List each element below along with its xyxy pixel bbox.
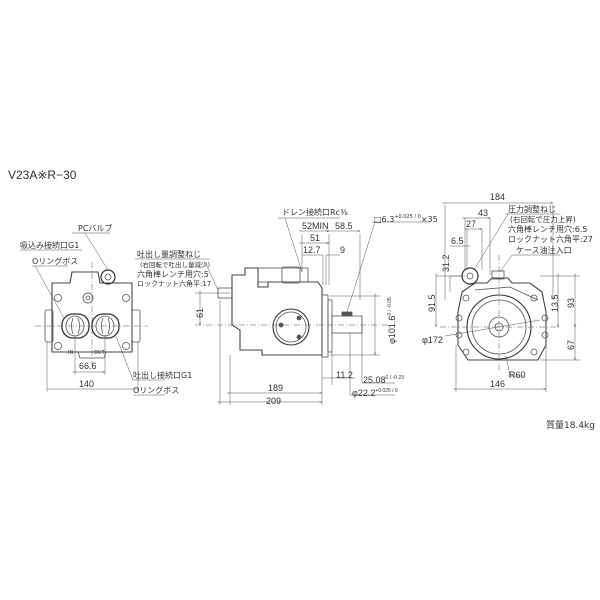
rear-view xyxy=(436,203,580,392)
key-length: ×35 xyxy=(420,215,438,224)
o-ring-boss-top-label: Oリングボス xyxy=(32,257,79,266)
dim-189: 189 xyxy=(268,383,284,393)
key-tolerance: +0.025 / 0 xyxy=(394,214,421,220)
case-oil-inlet-label: ケース油注入口 xyxy=(516,246,572,255)
dim-101-6: φ101.60 / -0.05 xyxy=(385,297,397,344)
dim-31-2: 31.2 xyxy=(441,254,451,272)
dim-146: 146 xyxy=(490,379,506,389)
front-view xyxy=(20,232,165,396)
dim-58-5: 58.5 xyxy=(335,221,353,231)
dim-172: φ172 xyxy=(422,335,443,345)
flow-adjust-screw-label: 吐出し量調整ねじ xyxy=(137,250,201,259)
discharge-port-label: 吐出し接続口G1 xyxy=(133,371,193,380)
dim-25-08: 25.080 / -0.23 xyxy=(363,373,404,385)
mass-label: 質量18.4kg xyxy=(546,421,595,431)
dim-6-5: 6.5 xyxy=(451,236,464,246)
drain-port-label: ドレン接続口Rc⅜ xyxy=(282,208,348,217)
key-spec: □6.3+0.025 / 0×35 xyxy=(374,213,438,224)
dim-43: 43 xyxy=(478,208,489,218)
dim-184: 184 xyxy=(490,192,506,202)
dim-25-08-tol: 0 / -0.23 xyxy=(385,375,404,381)
pressure-adjust-hex: 六角棒レンチ用穴:6.5 xyxy=(508,225,588,234)
dim-52min: 52MIN xyxy=(302,221,329,231)
flow-adjust-nut: ロックナット六角平:17 xyxy=(137,280,212,288)
model-title: V23A※R−30 xyxy=(8,168,77,182)
dim-13-5: 13.5 xyxy=(550,294,560,312)
dim-11-2: 11.2 xyxy=(336,370,353,380)
dim-91-5: 91.5 xyxy=(427,294,437,312)
drain-port-text: ドレン接続口Rc xyxy=(282,208,340,217)
drain-port-size: ⅜ xyxy=(339,208,348,217)
pc-valve-label: PCバルブ xyxy=(78,224,113,233)
dim-22-2: φ22.2+0.025 / 0 xyxy=(352,386,398,398)
dim-209: 209 xyxy=(266,396,282,406)
pressure-adjust-nut: ロックナット六角平:27 xyxy=(508,235,593,244)
flow-adjust-hex: 六角棒レンチ用穴:5 xyxy=(137,270,209,279)
pressure-adjust-screw-label: 圧力調整ねじ xyxy=(508,205,556,214)
dim-22-2-tol: +0.025 / 0 xyxy=(375,388,398,394)
dim-27: 27 xyxy=(466,219,477,229)
pressure-adjust-note: (右回転で圧力上昇) xyxy=(510,215,576,224)
dim-101-6-tol: 0 / -0.05 xyxy=(387,297,393,316)
out-port-label: OUT xyxy=(94,350,105,356)
dim-25-08-value: 25.08 xyxy=(363,375,386,385)
dim-61: 61 xyxy=(195,307,205,318)
suction-port-label: 吸込み接続口G1 xyxy=(20,241,80,250)
dim-front-width: 140 xyxy=(79,379,95,389)
dim-101-6-value: φ101.6 xyxy=(387,315,397,344)
in-port-label: IN xyxy=(68,350,74,356)
dim-93: 93 xyxy=(566,297,576,308)
dim-port-spacing: 66.6 xyxy=(79,361,97,371)
flow-adjust-note: (右回転で吐出し量減少) xyxy=(140,261,211,269)
dim-22-2-value: φ22.2 xyxy=(352,388,376,398)
dim-9: 9 xyxy=(340,245,346,255)
key-size: □6.3 xyxy=(374,215,395,224)
dim-51: 51 xyxy=(310,233,321,243)
o-ring-boss-bottom-label: Oリングボス xyxy=(133,386,180,395)
dim-12-7: 12.7 xyxy=(303,245,321,255)
dim-67: 67 xyxy=(566,339,576,350)
dim-r60: R60 xyxy=(509,370,526,380)
side-view xyxy=(135,217,430,405)
